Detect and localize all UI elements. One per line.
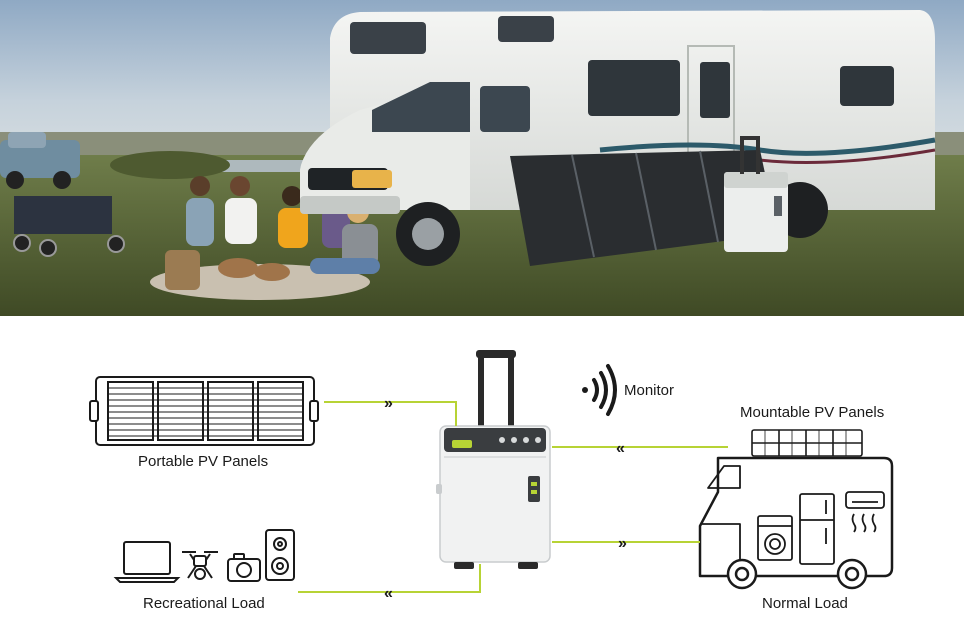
speaker-icon bbox=[265, 529, 295, 581]
laptop-icon bbox=[113, 541, 181, 583]
washing-machine-icon bbox=[757, 515, 793, 561]
portable-pv-panel-icon bbox=[89, 376, 319, 446]
mountable-pv-panel-icon bbox=[751, 429, 863, 457]
power-station-photo bbox=[724, 136, 788, 252]
rv-camping-photo bbox=[0, 0, 964, 316]
power-station-icon bbox=[436, 350, 551, 569]
arrow-station-to-normal-load: » bbox=[618, 535, 627, 552]
refrigerator-icon bbox=[799, 493, 835, 565]
pickup-truck bbox=[0, 132, 80, 189]
normal-load-label: Normal Load bbox=[762, 595, 848, 612]
bush bbox=[110, 151, 230, 179]
rv-icon bbox=[698, 456, 894, 590]
arrow-mountable-pv-to-station: « bbox=[616, 440, 625, 457]
wifi-signal-icon bbox=[582, 364, 617, 416]
camera-icon bbox=[227, 553, 261, 582]
connector-portable-pv bbox=[324, 401, 457, 426]
arrow-portable-pv-to-station: » bbox=[384, 395, 393, 412]
camping-wagon bbox=[13, 196, 125, 257]
connector-recreational-load bbox=[298, 564, 481, 593]
air-conditioner-icon bbox=[845, 491, 885, 533]
recreational-load-label: Recreational Load bbox=[143, 595, 265, 612]
energy-flow-diagram: Portable PV Panels Monitor bbox=[89, 350, 894, 612]
portable-pv-label: Portable PV Panels bbox=[138, 453, 268, 470]
monitor-label: Monitor bbox=[624, 382, 674, 399]
mountable-pv-label: Mountable PV Panels bbox=[740, 404, 884, 421]
solar-panels-photo bbox=[510, 150, 778, 266]
lake bbox=[210, 160, 310, 172]
rv-motorhome bbox=[300, 10, 936, 266]
drone-icon bbox=[182, 551, 218, 580]
arrow-station-to-recreational-load: « bbox=[384, 585, 393, 602]
